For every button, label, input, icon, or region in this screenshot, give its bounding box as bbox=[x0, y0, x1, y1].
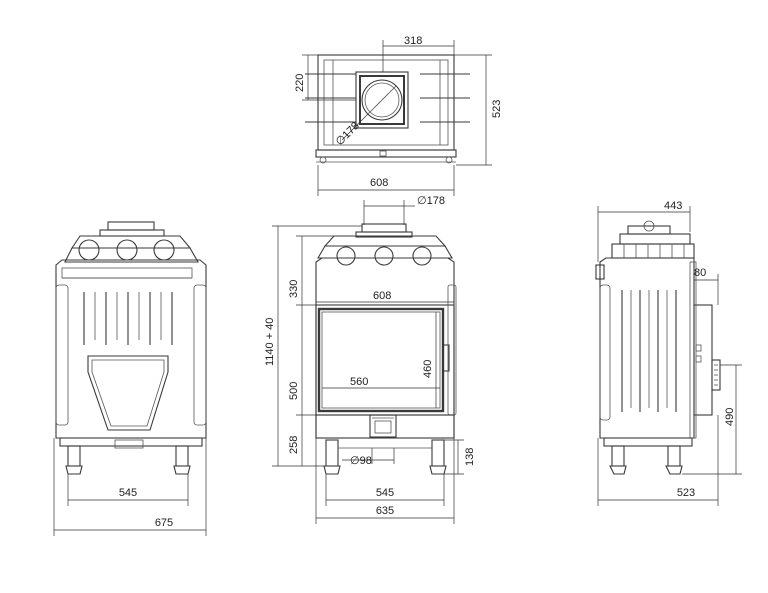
flue-circle bbox=[361, 79, 403, 121]
back-view-body bbox=[55, 259, 207, 439]
dim-490: 490 bbox=[724, 408, 736, 426]
dim-545-back: 545 bbox=[119, 487, 137, 499]
front-view: ∅178 608 560 bbox=[264, 195, 476, 524]
dim-443: 443 bbox=[664, 200, 682, 212]
dim-635: 635 bbox=[376, 505, 394, 517]
dim-523-side: 523 bbox=[677, 487, 695, 499]
dim-523: 523 bbox=[491, 100, 503, 118]
side-view: 443 bbox=[595, 200, 742, 506]
dim-560: 560 bbox=[350, 376, 368, 388]
dim-675: 675 bbox=[155, 517, 173, 529]
dim-608-top: 608 bbox=[370, 177, 388, 189]
dim-545-front: 545 bbox=[376, 487, 394, 499]
back-view: 545 675 bbox=[53, 221, 207, 536]
dim-1140-40: 1140 + 40 bbox=[264, 318, 276, 366]
dim-flue-178-front: ∅178 bbox=[417, 195, 445, 207]
top-view: 318 220 523 ∅178 608 bbox=[294, 35, 503, 196]
side-view-body bbox=[599, 257, 695, 439]
dim-330: 330 bbox=[288, 280, 300, 298]
dim-500: 500 bbox=[288, 382, 300, 400]
dim-inlet-98: ∅98 bbox=[350, 455, 372, 467]
dim-318: 318 bbox=[404, 35, 422, 47]
dim-80: 80 bbox=[694, 267, 706, 279]
dim-220: 220 bbox=[294, 74, 306, 92]
dim-258: 258 bbox=[288, 436, 300, 454]
dim-138: 138 bbox=[464, 448, 476, 466]
dim-608-front: 608 bbox=[373, 290, 391, 302]
dim-460: 460 bbox=[422, 360, 434, 378]
